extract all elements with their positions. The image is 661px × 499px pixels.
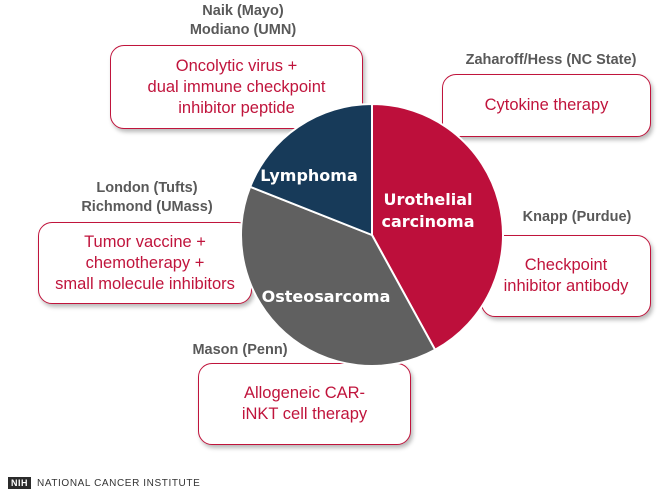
therapy-line: Checkpoint bbox=[524, 256, 608, 274]
therapy-box-oncolytic: Oncolytic virus + dual immune checkpoint… bbox=[110, 45, 363, 129]
pie-slice bbox=[248, 102, 373, 237]
therapy-box-tumor-vaccine: Tumor vaccine + chemotherapy + small mol… bbox=[38, 222, 252, 304]
nih-logo: NIH bbox=[8, 477, 31, 489]
pie-slice bbox=[240, 185, 437, 367]
institution-line: Modiano (UMN) bbox=[189, 22, 297, 38]
therapy-line: chemotherapy + bbox=[85, 253, 205, 272]
institution-line: Mason (Penn) bbox=[192, 342, 288, 358]
therapy-box-checkpoint: Checkpoint inhibitor antibody bbox=[481, 235, 651, 317]
pie-slice bbox=[371, 102, 504, 352]
institution-mason: Mason (Penn) bbox=[180, 341, 300, 360]
institution-line: Richmond (UMass) bbox=[81, 199, 213, 215]
therapy-line: dual immune checkpoint bbox=[147, 77, 326, 96]
footer: NIH NATIONAL CANCER INSTITUTE bbox=[8, 477, 200, 489]
therapy-box-car: Allogeneic CAR- iNKT cell therapy bbox=[198, 363, 411, 445]
therapy-line: small molecule inhibitors bbox=[55, 274, 235, 293]
therapy-line: Tumor vaccine + bbox=[84, 232, 206, 251]
institution-line: London (Tufts) bbox=[96, 180, 198, 196]
therapy-line: Cytokine therapy bbox=[484, 96, 609, 114]
institution-naik-modiano: Naik (Mayo) Modiano (UMN) bbox=[178, 2, 308, 40]
institution-london-richmond: London (Tufts) Richmond (UMass) bbox=[72, 179, 222, 217]
institution-line: Naik (Mayo) bbox=[202, 3, 284, 19]
institution-knapp: Knapp (Purdue) bbox=[512, 208, 642, 227]
therapy-line: iNKT cell therapy bbox=[241, 405, 368, 423]
pie-slice-label: Osteosarcoma bbox=[262, 287, 391, 306]
pie-slice-label: Lymphoma bbox=[260, 166, 358, 185]
institution-line: Zaharoff/Hess (NC State) bbox=[465, 52, 637, 68]
therapy-box-cytokine: Cytokine therapy bbox=[442, 74, 651, 137]
institution-line: Knapp (Purdue) bbox=[522, 209, 632, 225]
therapy-line: inhibitor antibody bbox=[503, 277, 629, 295]
institution-zaharoff: Zaharoff/Hess (NC State) bbox=[446, 51, 656, 70]
therapy-line: inhibitor peptide bbox=[178, 98, 295, 117]
therapy-line: Oncolytic virus + bbox=[175, 56, 298, 75]
nci-label: NATIONAL CANCER INSTITUTE bbox=[37, 477, 201, 489]
therapy-line: Allogeneic CAR- bbox=[243, 384, 366, 402]
